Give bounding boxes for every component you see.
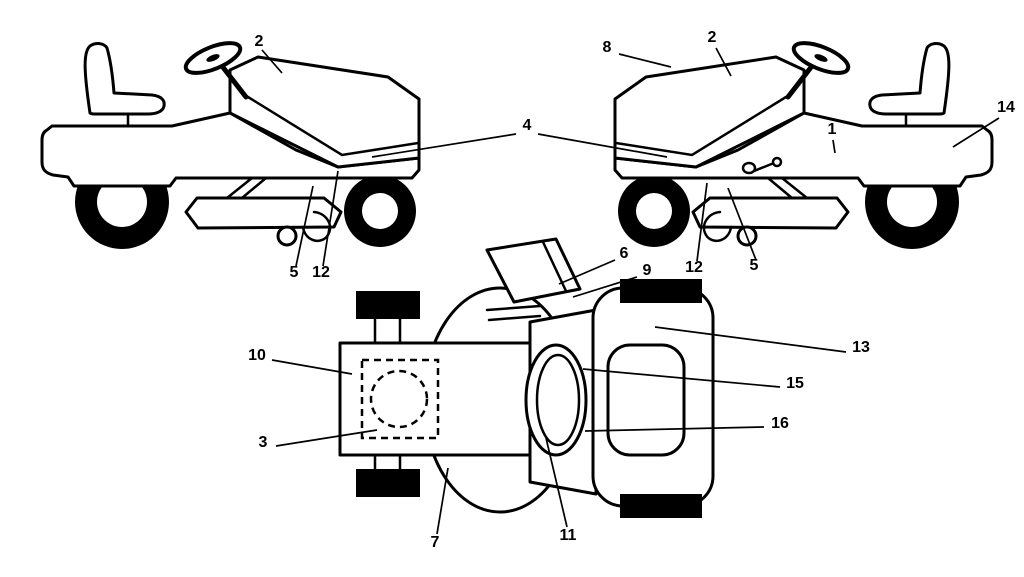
- leader-left-2: [261, 49, 283, 74]
- top-view: [338, 237, 715, 518]
- rear-wheel-bottom: [620, 494, 702, 518]
- callout-16: 16: [771, 415, 789, 432]
- leader-top-10: [271, 359, 353, 375]
- leader-top-16: [584, 426, 765, 432]
- front-wheel-left-top: [356, 291, 420, 319]
- callout-2-right: 2: [708, 29, 717, 46]
- callout-labels: 2 5 12 4 8 2 1 14 12 5 6 9 10 3 13 15 16…: [248, 29, 1015, 551]
- front-wheel-left-bottom: [356, 469, 420, 497]
- engine-dashed-circle: [369, 369, 429, 429]
- callout-15: 15: [786, 375, 804, 392]
- leader-right-12: [696, 182, 708, 262]
- callout-10: 10: [248, 347, 266, 364]
- rear-wheel-top: [620, 279, 702, 303]
- leader-right-5: [727, 187, 757, 261]
- front-axle-links: [373, 317, 402, 471]
- callout-12-left: 12: [312, 264, 330, 281]
- tractor-left-side: [42, 37, 419, 249]
- engine-dashed-outline: [360, 358, 440, 440]
- leader-right-2: [715, 47, 732, 77]
- callout-11: 11: [560, 527, 577, 544]
- fuel-cap: [741, 161, 757, 175]
- leader-top-13: [654, 326, 847, 353]
- callout-13: 13: [852, 339, 870, 356]
- callout-5-right: 5: [750, 257, 759, 274]
- callout-4: 4: [523, 117, 532, 134]
- steering-wheel-top-inner: [535, 353, 581, 447]
- control-lever: [752, 161, 776, 173]
- leader-right-1: [832, 139, 836, 154]
- callout-9: 9: [643, 262, 652, 279]
- leader-lines: [261, 47, 1000, 535]
- leader-right-14: [952, 117, 1000, 148]
- control-lever-knob: [771, 156, 783, 168]
- leader-top-3: [275, 429, 378, 447]
- callout-14: 14: [997, 99, 1015, 116]
- leader-top-6: [558, 259, 616, 285]
- callout-8: 8: [603, 39, 612, 56]
- tractor-right-side: [615, 37, 992, 249]
- left-side-view: [42, 37, 419, 249]
- right-side-view: [615, 37, 992, 249]
- steering-wheel-top: [524, 343, 588, 457]
- callout-3: 3: [259, 434, 268, 451]
- callout-12-right: 12: [685, 259, 703, 276]
- callout-6: 6: [620, 245, 629, 262]
- leader-center-4: [371, 133, 668, 158]
- callout-7: 7: [431, 534, 440, 551]
- seat-top: [606, 343, 686, 457]
- leader-left-5: [295, 185, 314, 267]
- leader-left-12: [322, 170, 339, 267]
- leader-top-9: [572, 276, 638, 298]
- callout-2-left: 2: [255, 33, 264, 50]
- dashboard-lines: [485, 304, 542, 322]
- callout-5-left: 5: [290, 264, 299, 281]
- callout-1: 1: [828, 121, 837, 138]
- leader-top-11: [545, 437, 568, 528]
- leader-top-15: [582, 368, 781, 388]
- discharge-chute: [485, 237, 582, 304]
- leader-top-7: [436, 467, 449, 535]
- leader-right-8: [618, 53, 672, 68]
